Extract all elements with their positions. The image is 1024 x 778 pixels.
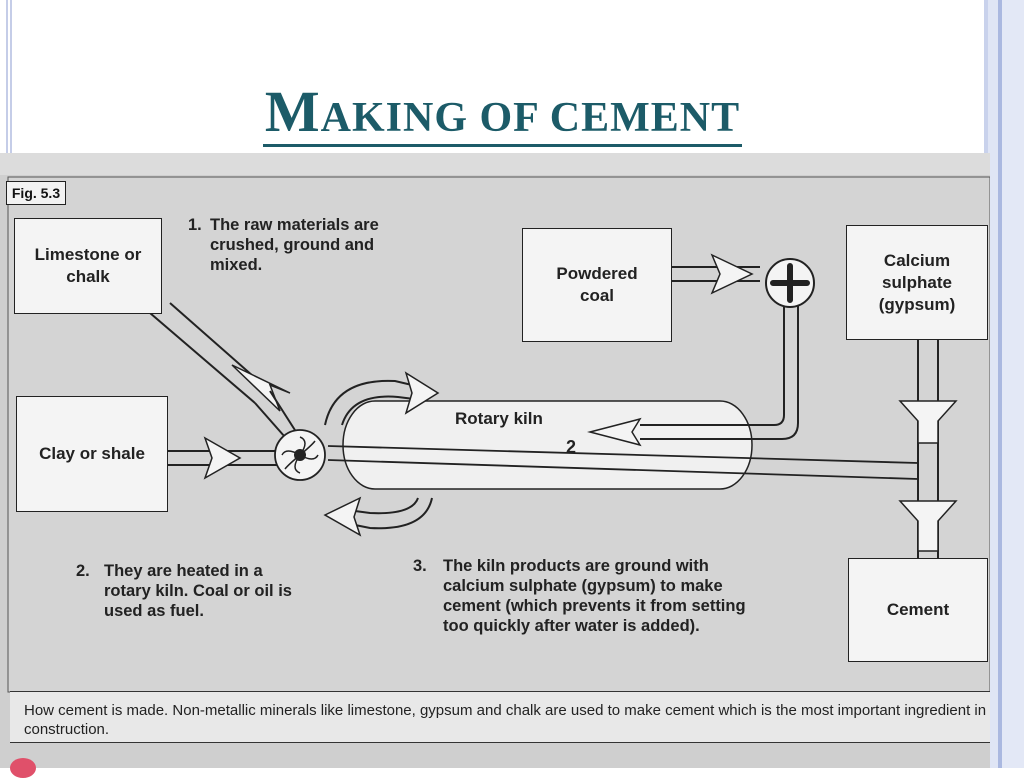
clay-arrow-head xyxy=(203,436,242,480)
flame-nozzle xyxy=(587,417,642,447)
mixer-blades xyxy=(281,436,319,474)
kiln-pipe-top xyxy=(327,445,919,464)
clay-box: Clay or shale xyxy=(16,396,168,512)
step-2-number: 2. xyxy=(76,562,90,580)
step-1-text: The raw materials are crushed, ground an… xyxy=(210,216,379,274)
rotation-arrow-bottom-inner xyxy=(354,497,419,515)
kiln-label: Rotary kiln xyxy=(455,409,543,428)
cement-box: Cement xyxy=(848,558,988,662)
title-rest: AKING OF CEMENT xyxy=(320,95,741,141)
rotary-kiln-cylinder xyxy=(342,400,753,490)
rotation-arrow-top-inner xyxy=(341,395,415,426)
step-3-note: 3. The kiln products are ground with cal… xyxy=(413,556,773,636)
step-1-number: 1. xyxy=(188,216,202,234)
cement-process-figure: Fig. 5.3 Limestone or chalk Clay or shal… xyxy=(0,153,990,768)
gypsum-arrow-head xyxy=(898,400,958,444)
step-1-note: 1. The raw materials are crushed, ground… xyxy=(188,215,400,275)
rotation-arrow-top-outer xyxy=(324,379,413,426)
fig-label: Fig. 5.3 xyxy=(6,181,66,205)
plus-sign xyxy=(770,263,810,303)
corner-decoration xyxy=(10,758,36,778)
coal-box: Powdered coal xyxy=(522,228,672,342)
title-initial: M xyxy=(264,79,321,144)
cement-arrow-head xyxy=(898,500,958,552)
step-2-note: 2. They are heated in a rotary kiln. Coa… xyxy=(76,561,294,621)
fuel-pipe-inner xyxy=(640,301,799,440)
top-strip xyxy=(0,153,990,175)
caption-text: How cement is made. Non-metallic mineral… xyxy=(24,702,987,738)
step-2-text: They are heated in a rotary kiln. Coal o… xyxy=(104,562,292,620)
kiln-number: 2 xyxy=(566,437,577,457)
rotation-arrow-bottom-outer xyxy=(354,497,433,530)
gypsum-box: Calcium sulphate (gypsum) xyxy=(846,225,988,340)
step-3-number: 3. xyxy=(413,557,427,575)
process-diagram xyxy=(0,153,990,693)
limestone-arrow-line-a xyxy=(149,312,256,404)
step-3-text: The kiln products are ground with calciu… xyxy=(443,557,746,635)
coal-arrow-head xyxy=(710,253,754,295)
rotation-arrow-top-head xyxy=(404,371,440,415)
limestone-box: Limestone or chalk xyxy=(14,218,162,314)
rotation-arrow-bottom-head xyxy=(323,496,362,537)
figure-caption: How cement is made. Non-metallic mineral… xyxy=(10,691,990,743)
fuel-pipe-outer xyxy=(640,301,785,426)
kiln-pipe-bottom xyxy=(327,459,919,480)
slide-title: MAKING OF CEMENT xyxy=(0,78,1005,147)
